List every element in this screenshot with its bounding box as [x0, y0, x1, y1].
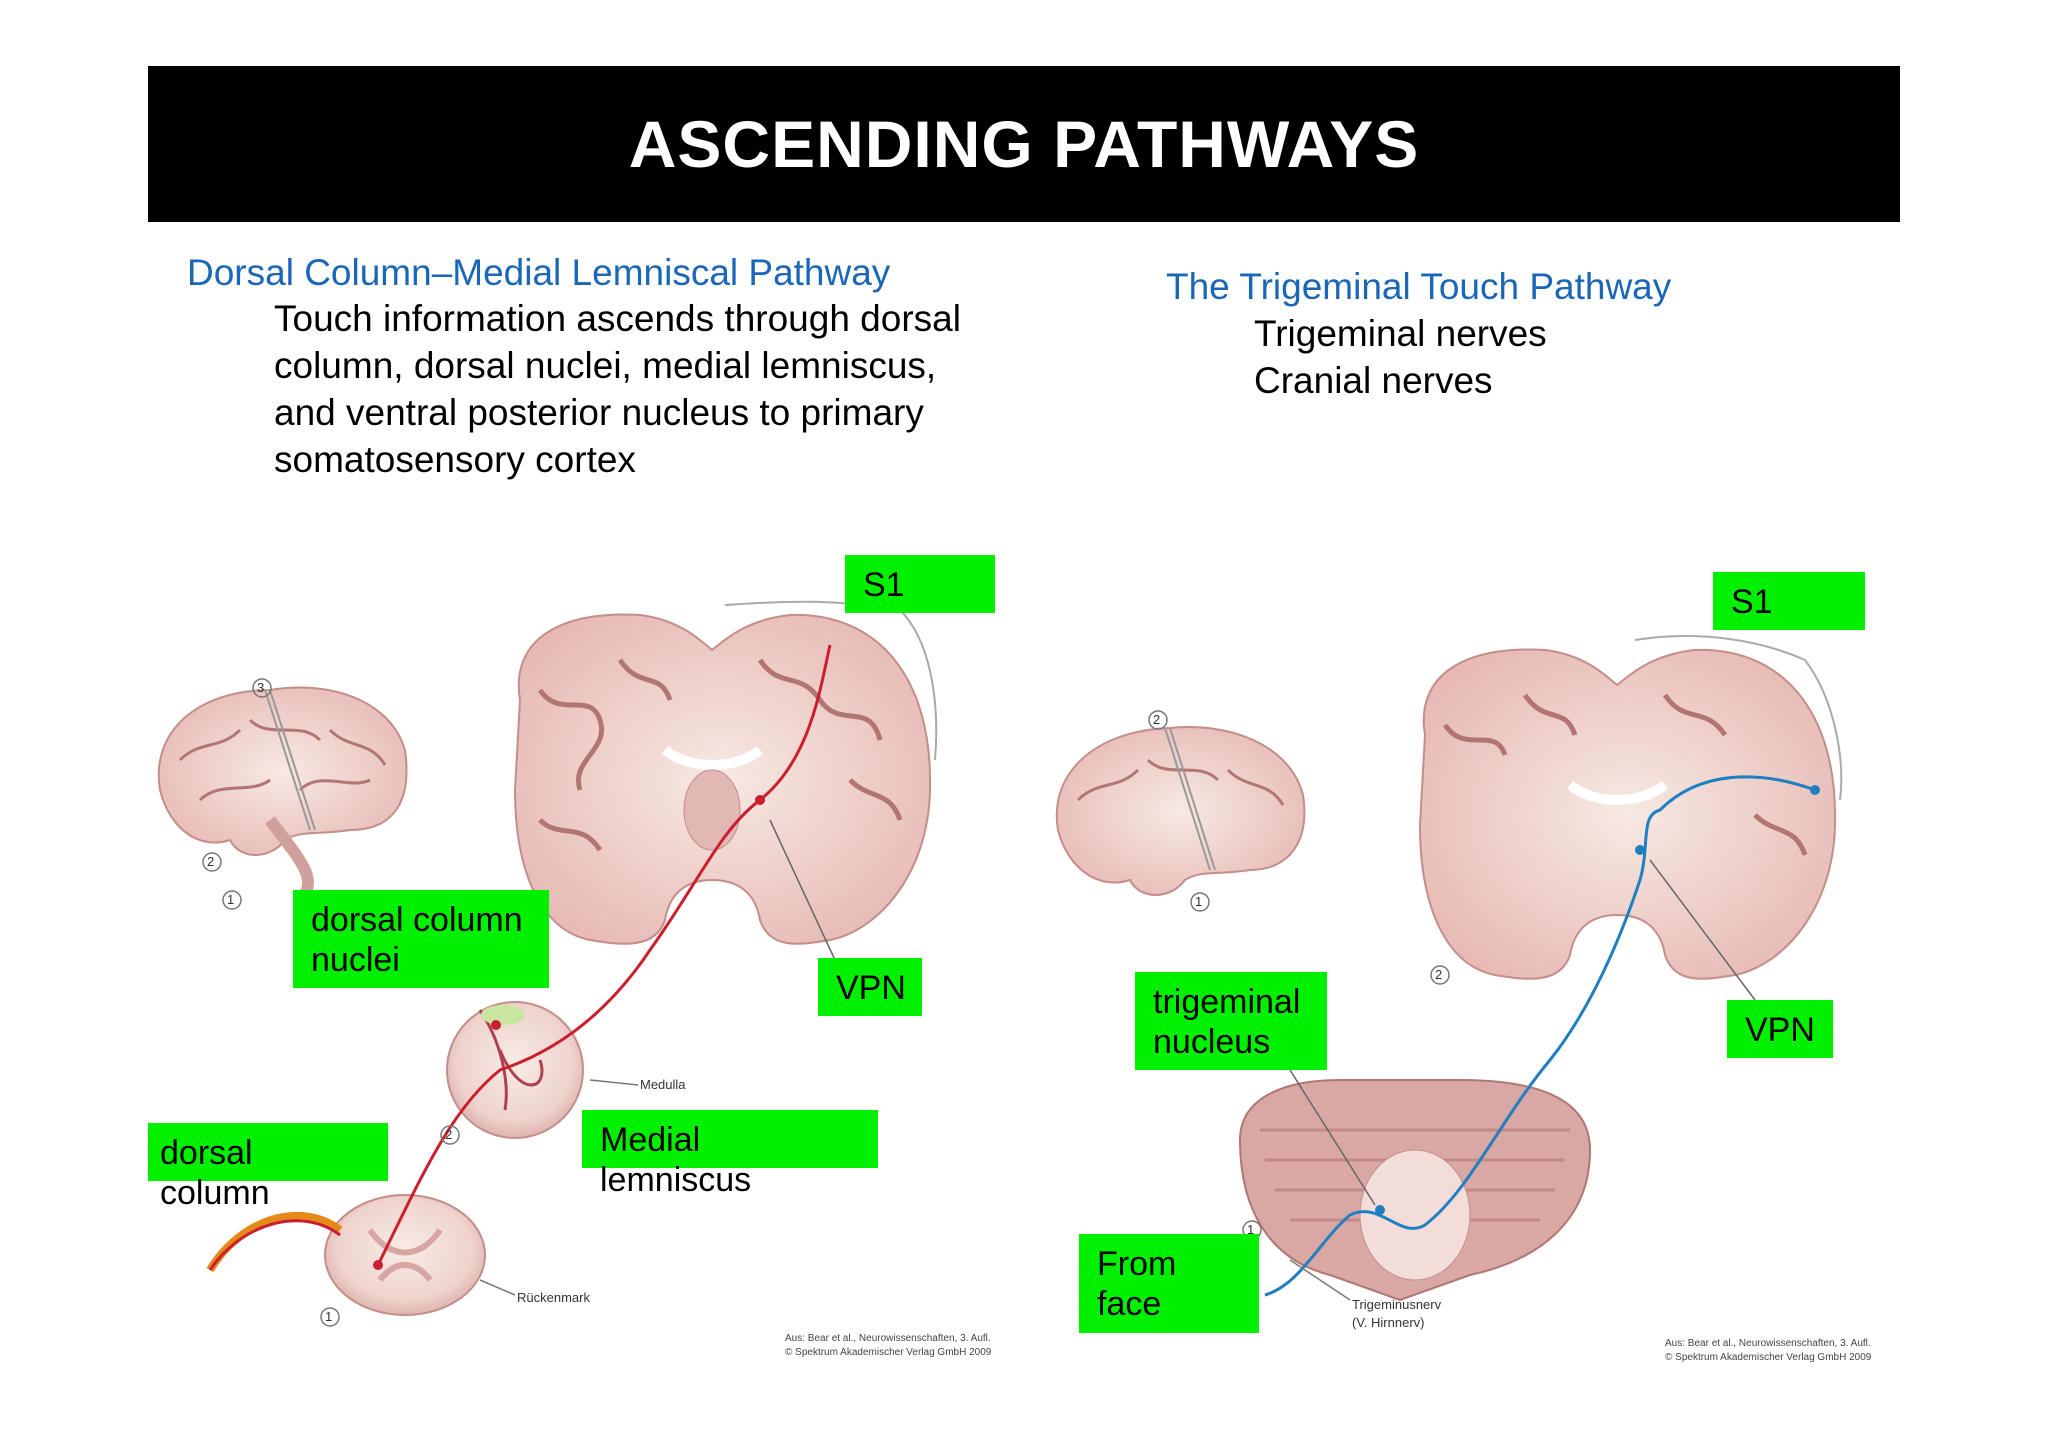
trigeminal-label-line-1: trigeminal — [1153, 983, 1301, 1021]
from-face-label: From face — [1079, 1234, 1259, 1333]
left-vpn-label-text: VPN — [836, 969, 906, 1007]
title-banner: ASCENDING PATHWAYS — [148, 66, 1900, 222]
left-marker-1a: 1 — [227, 892, 235, 907]
left-s1-label: S1 — [845, 555, 995, 613]
left-marker-2b: 2 — [445, 1127, 453, 1142]
right-body-line-2: Cranial nerves — [1254, 360, 1493, 401]
from-face-line-1: From — [1097, 1245, 1177, 1283]
left-body-line-4: somatosensory cortex — [274, 439, 636, 480]
right-s1-label: S1 — [1713, 572, 1865, 630]
left-pathway-line — [376, 644, 832, 1266]
left-medulla — [446, 1001, 639, 1139]
left-body-line-2: column, dorsal nuclei, medial lemniscus, — [274, 345, 937, 386]
left-marker-1b: 1 — [325, 1309, 333, 1324]
right-brainstem-cerebellum — [1238, 1079, 1592, 1302]
left-sagittal-brain — [157, 686, 408, 905]
right-vpn-label: VPN — [1727, 1000, 1833, 1058]
left-coronal-brain — [513, 600, 938, 945]
left-body-line-1: Touch information ascends through dorsal — [274, 298, 961, 339]
left-credit-line-2: © Spektrum Akademischer Verlag GmbH 2009 — [785, 1347, 992, 1358]
medulla-caption: Medulla — [640, 1077, 686, 1092]
dcn-label-line-1: dorsal column — [311, 901, 523, 939]
nerve-caption-line-1: Trigeminusnerv — [1352, 1297, 1442, 1312]
left-vpn-label: VPN — [818, 958, 922, 1016]
slide-title: ASCENDING PATHWAYS — [628, 107, 1420, 181]
dcn-label-line-2: nuclei — [311, 941, 400, 979]
right-sagittal-brain — [1055, 726, 1306, 896]
left-marker-2a: 2 — [207, 854, 215, 869]
right-credit-line-1: Aus: Bear et al., Neurowissenschaften, 3… — [1665, 1338, 1871, 1349]
spinal-cord-caption: Rückenmark — [517, 1290, 590, 1305]
medial-lemniscus-label: Medial lemniscus — [582, 1110, 878, 1199]
dorsal-column-nuclei-label: dorsal column nuclei — [293, 890, 549, 988]
right-marker-1b: 1 — [1247, 1222, 1255, 1237]
dorsal-column-label: dorsal column — [148, 1123, 388, 1212]
left-body-line-3: and ventral posterior nucleus to primary — [274, 392, 924, 433]
right-coronal-brain — [1418, 635, 1843, 980]
trigeminal-nucleus-label: trigeminal nucleus — [1135, 972, 1327, 1070]
medial-lemniscus-label-text: Medial lemniscus — [600, 1121, 752, 1199]
right-s1-label-text: S1 — [1731, 583, 1773, 621]
left-s1-label-text: S1 — [863, 566, 905, 604]
right-heading: The Trigeminal Touch Pathway — [1166, 266, 1672, 307]
left-spinal-cord — [206, 1194, 516, 1316]
left-credit-line-1: Aus: Bear et al., Neurowissenschaften, 3… — [785, 1333, 991, 1344]
nerve-caption-line-2: (V. Hirnnerv) — [1352, 1315, 1425, 1330]
right-marker-1a: 1 — [1195, 894, 1203, 909]
left-marker-3: 3 — [257, 680, 265, 695]
right-vpn-label-text: VPN — [1745, 1011, 1815, 1049]
right-marker-2b: 2 — [1435, 967, 1443, 982]
right-marker-2a: 2 — [1153, 712, 1161, 727]
right-pathway-line — [1264, 775, 1816, 1297]
trigeminal-label-line-2: nucleus — [1153, 1023, 1271, 1061]
right-credit-line-2: © Spektrum Akademischer Verlag GmbH 2009 — [1665, 1352, 1872, 1363]
right-body-line-1: Trigeminal nerves — [1254, 313, 1547, 354]
from-face-line-2: face — [1097, 1285, 1162, 1323]
dorsal-column-label-text: dorsal column — [160, 1134, 270, 1212]
left-heading: Dorsal Column–Medial Lemniscal Pathway — [187, 252, 891, 293]
